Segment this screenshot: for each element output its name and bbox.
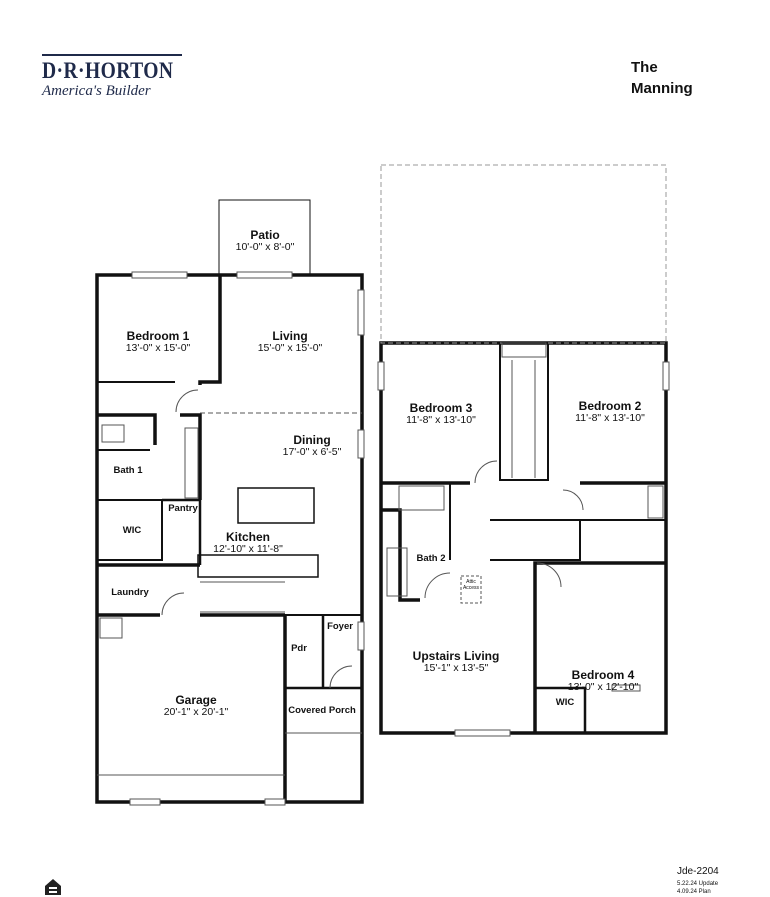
room-dims: 20'-1" x 20'-1": [163, 706, 229, 718]
revision-notes: 5.22.24 Update 4.09.24 Plan: [677, 880, 718, 896]
room-dims: 15'-1" x 13'-5": [423, 662, 489, 674]
room-wic: WIC: [123, 525, 141, 537]
room-dims: 15'-0" x 15'-0": [257, 342, 323, 354]
room-pantry: Pantry: [168, 503, 198, 515]
room-name: Bedroom 1: [126, 329, 190, 343]
room-laundry: Laundry: [111, 587, 148, 599]
room-name: Upstairs Living: [412, 649, 500, 663]
room-name: Covered Porch: [288, 705, 356, 716]
attic-access: Attic Access: [462, 579, 480, 591]
second-floor-details: [380, 164, 667, 604]
room-bath-1: Bath 1: [113, 465, 142, 477]
logo-tagline: America's Builder: [42, 83, 151, 99]
room-name: Bedroom 4: [571, 668, 635, 682]
room-name: Bedroom 3: [409, 401, 473, 415]
room-name: Attic Access: [462, 579, 480, 591]
room-foyer: Foyer: [327, 621, 353, 633]
room-name: Kitchen: [225, 530, 271, 544]
room-covered-porch: Covered Porch: [288, 705, 356, 717]
room-powder: Pdr: [291, 643, 307, 655]
plan-title-line1: The: [631, 59, 658, 76]
room-name: Garage: [175, 693, 217, 707]
first-floor-walls: [95, 199, 364, 804]
room-dims: 11'-8" x 13'-10": [575, 412, 645, 424]
room-dims: 11'-8" x 13'-10": [406, 414, 476, 426]
room-dims: 12'-10" x 11'-8": [213, 543, 283, 555]
logo-brand: D·R·HORTON: [42, 58, 174, 83]
windows: [129, 271, 670, 806]
room-name: Dining: [293, 433, 331, 447]
logo-rule: [42, 54, 182, 56]
room-dims: 13'-0" x 15'-0": [125, 342, 191, 354]
room-dims: 10'-0" x 8'-0": [235, 241, 295, 253]
dr-horton-logo: D·R·HORTON America's Builder: [42, 54, 182, 99]
plan-title: The Manning: [631, 57, 693, 99]
room-name: Living: [272, 329, 308, 343]
room-name: Pdr: [291, 643, 307, 654]
room-wic-2: WIC: [556, 697, 574, 709]
room-bath-2: Bath 2: [416, 553, 445, 565]
room-name: Patio: [250, 228, 280, 242]
room-dims: 17'-0" x 6'-5": [282, 446, 342, 458]
room-dims: 13'-0" x 12'-10": [567, 681, 639, 693]
first-floor-details: [97, 389, 362, 776]
update-note: 5.22.24 Update: [677, 881, 719, 887]
room-name: Bath 1: [113, 465, 143, 476]
room-name: Laundry: [111, 587, 149, 598]
room-name: WIC: [122, 525, 142, 536]
room-name: WIC: [555, 697, 575, 708]
room-name: Bedroom 2: [578, 399, 642, 413]
plan-title-line2: Manning: [631, 80, 693, 97]
room-name: Foyer: [327, 621, 353, 632]
plan-note: 4.09.24 Plan: [677, 889, 711, 895]
room-name: Bath 2: [416, 553, 446, 564]
plan-code: Jde-2204: [677, 866, 719, 877]
room-name: Pantry: [168, 503, 198, 514]
